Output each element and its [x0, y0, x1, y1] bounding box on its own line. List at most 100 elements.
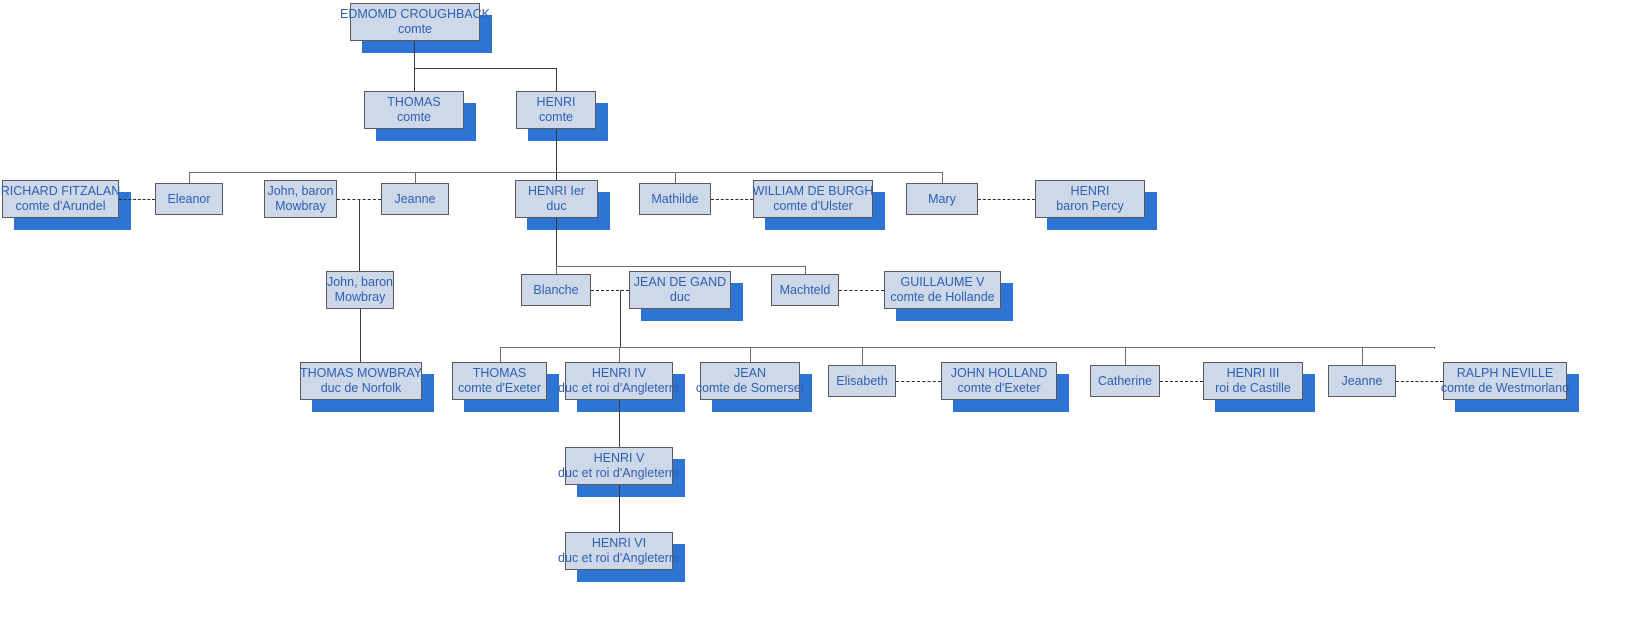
node-title: duc et roi d'Angleterre — [558, 551, 680, 565]
node-richard-fitzalan[interactable]: RICHARD FITZALAN comte d'Arundel — [0, 180, 121, 218]
node-title: duc et roi d'Angleterre — [558, 381, 680, 395]
node-name: John, baron — [326, 275, 394, 289]
node-henri-iii-castille[interactable]: HENRI III roi de Castille — [1203, 362, 1303, 400]
node-name: HENRI — [536, 95, 576, 109]
edge-row2-to-mathilde — [675, 172, 677, 183]
edge-row4-to-jeanne2 — [1362, 347, 1364, 365]
marriage-johnmowbray-jeanne — [337, 199, 381, 200]
edge-row4-bus-right-end — [1434, 347, 1436, 349]
node-title: duc et roi d'Angleterre — [558, 466, 680, 480]
node-name: HENRI — [1070, 184, 1110, 198]
node-title: duc de Norfolk — [320, 381, 402, 395]
node-jean-comte-somerset[interactable]: JEAN comte de Somerset — [696, 362, 804, 400]
node-name: Eleanor — [167, 191, 211, 206]
node-henri-v[interactable]: HENRI V duc et roi d'Angleterre — [558, 447, 680, 485]
edge-row4-to-thomas-exeter — [500, 347, 502, 362]
node-title: comte de Westmorland — [1440, 381, 1570, 395]
node-title: comte — [397, 22, 433, 36]
node-name: Machteld — [779, 282, 831, 297]
edge-row2-bus — [189, 172, 943, 174]
marriage-catherine-henriiii — [1160, 381, 1203, 382]
node-name: RALPH NEVILLE — [1456, 366, 1554, 380]
node-name: HENRI VI — [591, 536, 647, 550]
marriage-machteld-guillaume — [839, 290, 884, 291]
edge-row2-to-mary — [942, 172, 944, 183]
marriage-elisabeth-johnholland — [896, 381, 941, 382]
node-catherine[interactable]: Catherine — [1090, 365, 1160, 397]
node-title: comte d'Exeter — [957, 381, 1041, 395]
node-henri-ier-duc[interactable]: HENRI Ier duc — [515, 180, 598, 218]
node-thomas-comte[interactable]: THOMAS comte — [364, 91, 464, 129]
node-name: HENRI III — [1226, 366, 1280, 380]
node-name: THOMAS — [387, 95, 441, 109]
node-john-baron-mowbray-1[interactable]: John, baron Mowbray — [264, 180, 337, 218]
node-title: comte de Somerset — [695, 381, 805, 395]
edge-row4-to-jean-somerset — [750, 347, 752, 362]
edge-row3-bus — [556, 266, 805, 268]
node-name: GUILLAUME V — [900, 275, 985, 289]
node-william-de-burgh[interactable]: WILLIAM DE BURGH comte d'Ulster — [753, 180, 873, 218]
marriage-mathilde-william — [711, 199, 753, 200]
node-blanche[interactable]: Blanche — [521, 274, 591, 306]
node-title: comte — [396, 110, 432, 124]
node-name: THOMAS — [472, 366, 527, 380]
node-name: EDMOMD CROUGHBACK — [340, 7, 491, 21]
node-john-holland[interactable]: JOHN HOLLAND comte d'Exeter — [941, 362, 1057, 400]
node-henri-baron-percy[interactable]: HENRI baron Percy — [1035, 180, 1145, 218]
node-henri-iv[interactable]: HENRI IV duc et roi d'Angleterre — [558, 362, 680, 400]
node-title: comte de Hollande — [890, 290, 995, 304]
node-title: comte d'Arundel — [15, 199, 106, 213]
node-jeanne-1[interactable]: Jeanne — [381, 183, 449, 215]
node-name: Jeanne — [394, 191, 436, 206]
edge-to-thomas1 — [414, 68, 416, 91]
node-mary[interactable]: Mary — [906, 183, 978, 215]
edge-row3-to-machteld — [805, 266, 807, 274]
node-title: Mowbray — [334, 290, 386, 304]
node-thomas-comte-exeter[interactable]: THOMAS comte d'Exeter — [452, 362, 547, 400]
marriage-jeanne-ralph — [1396, 381, 1443, 382]
node-machteld[interactable]: Machteld — [771, 274, 839, 306]
node-title: comte d'Ulster — [773, 199, 853, 213]
node-edmond-croughback[interactable]: EDMOMD CROUGHBACK comte — [340, 3, 490, 41]
node-name: HENRI Ier — [528, 184, 585, 198]
edge-henri-comte-down — [556, 129, 558, 172]
edge-row4-to-catherine — [1125, 347, 1127, 365]
node-elisabeth[interactable]: Elisabeth — [828, 365, 896, 397]
marriage-blanche-jeandegand — [591, 290, 629, 291]
edge-henri-iv-to-henri-v — [619, 400, 621, 447]
node-jeanne-2[interactable]: Jeanne — [1328, 365, 1396, 397]
node-mathilde[interactable]: Mathilde — [639, 183, 711, 215]
node-title: comte — [538, 110, 574, 124]
edge-edmond-bus — [414, 68, 557, 70]
edge-edmond-down — [414, 41, 416, 68]
node-name: Catherine — [1097, 373, 1153, 388]
edge-row4-to-henri-iv — [619, 347, 621, 362]
node-thomas-mowbray[interactable]: THOMAS MOWBRAY duc de Norfolk — [300, 362, 422, 400]
node-name: WILLIAM DE BURGH — [752, 184, 874, 198]
node-name: RICHARD FITZALAN — [0, 184, 121, 198]
node-ralph-neville[interactable]: RALPH NEVILLE comte de Westmorland — [1440, 362, 1570, 400]
node-name: Mathilde — [651, 191, 699, 206]
edge-john-mowbray-down — [360, 309, 362, 362]
node-title: duc — [546, 199, 567, 213]
marriage-mary-henripercy — [978, 199, 1035, 200]
edge-row4-bus — [500, 347, 1434, 349]
node-henri-comte[interactable]: HENRI comte — [516, 91, 596, 129]
node-guillaume-v[interactable]: GUILLAUME V comte de Hollande — [884, 271, 1001, 309]
edge-mowbray-marriage-down — [359, 199, 361, 271]
edge-henri-ier-down — [556, 218, 558, 266]
node-name: HENRI V — [593, 451, 645, 465]
node-name: JEAN — [734, 366, 766, 380]
edge-row2-to-jeanne1 — [415, 172, 417, 183]
edge-to-henri-comte — [556, 68, 558, 91]
node-henri-vi[interactable]: HENRI VI duc et roi d'Angleterre — [558, 532, 680, 570]
node-eleanor[interactable]: Eleanor — [155, 183, 223, 215]
node-jean-de-gand[interactable]: JEAN DE GAND duc — [629, 271, 731, 309]
node-john-baron-mowbray-2[interactable]: John, baron Mowbray — [326, 271, 394, 309]
node-name: HENRI IV — [591, 366, 647, 380]
node-name: Mary — [928, 191, 956, 206]
node-name: THOMAS MOWBRAY — [300, 366, 422, 380]
edge-blanche-marriage-down — [620, 290, 622, 347]
node-title: duc — [669, 290, 691, 304]
